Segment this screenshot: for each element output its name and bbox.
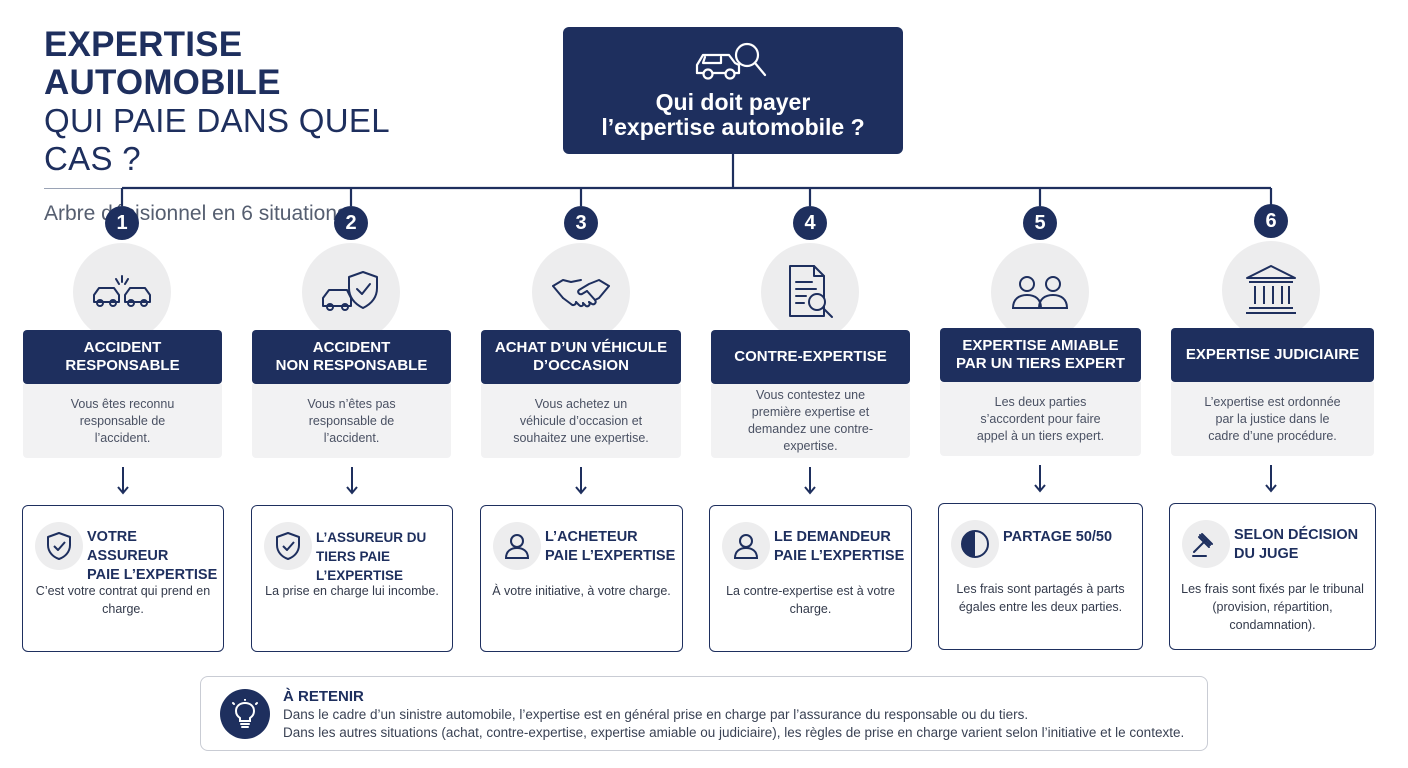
arrow-down-icon	[575, 467, 587, 495]
case-3-result-text: À votre initiative, à votre charge.	[492, 584, 671, 598]
case-1-result-icon	[35, 522, 83, 570]
case-3-number-badge: 3	[564, 206, 598, 240]
page-caption: Arbre décisionnel en 6 situations	[44, 202, 348, 225]
case-2-result-text: La prise en charge lui incombe.	[265, 584, 439, 598]
arrow-down-icon	[1034, 465, 1046, 493]
case-4-description: Vous contestez une première expertise et…	[711, 384, 910, 458]
case-4-title: CONTRE-EXPERTISE	[711, 330, 910, 384]
case-2-icon-circle	[302, 243, 400, 341]
document-magnifier-icon	[789, 265, 833, 318]
user-icon	[733, 534, 759, 559]
case-6-result-text: Les frais sont fixés par le tribunal (pr…	[1181, 582, 1364, 632]
case-4-result-icon	[722, 522, 770, 570]
page-subtitle: QUI PAIE DANS QUEL CAS ?	[44, 102, 389, 177]
root-question-text: Qui doit payer l’expertise automobile ?	[601, 89, 865, 140]
case-6-result-icon	[1182, 520, 1230, 568]
case-6-number-badge: 6	[1254, 204, 1288, 238]
case-5-icon-circle	[991, 243, 1089, 341]
user-icon	[504, 534, 530, 559]
case-1-number-badge: 1	[105, 206, 139, 240]
key-takeaway-box: À RETENIR Dans le cadre d’un sinistre au…	[200, 676, 1208, 751]
case-3-icon-circle	[532, 243, 630, 341]
case-2-number-badge: 2	[334, 206, 368, 240]
case-4-result-text: La contre-expertise est à votre charge.	[726, 584, 895, 616]
case-6-description: L’expertise est ordonnée par la justice …	[1171, 382, 1374, 456]
note-line-2: Dans les autres situations (achat, contr…	[283, 725, 1185, 740]
case-1-description: Vous êtes reconnu responsable de l’accid…	[23, 384, 222, 458]
courthouse-icon	[1246, 265, 1296, 314]
car-magnifier-icon	[695, 42, 767, 80]
arrow-down-icon	[1265, 465, 1277, 493]
arrow-down-icon	[346, 467, 358, 495]
note-line-1: Dans le cadre d’un sinistre automobile, …	[283, 707, 1029, 722]
case-1-icon-circle	[73, 243, 171, 341]
gavel-icon	[1192, 533, 1213, 557]
arrow-down-icon	[117, 467, 129, 495]
case-2-description: Vous n’êtes pas responsable de l’acciden…	[252, 384, 451, 458]
title-divider	[44, 188, 432, 189]
car-collision-icon	[93, 275, 151, 307]
handshake-icon	[552, 279, 610, 308]
car-shield-icon	[322, 271, 378, 311]
case-5-result-text: Les frais sont partagés à parts égales e…	[956, 582, 1125, 614]
case-6-title: EXPERTISE JUDICIAIRE	[1171, 328, 1374, 382]
case-3-description: Vous achetez un véhicule d’occasion et s…	[481, 384, 681, 458]
case-5-number-badge: 5	[1023, 206, 1057, 240]
note-title: À RETENIR	[283, 688, 364, 705]
case-3-result-icon	[493, 522, 541, 570]
case-5-result-title: PARTAGE 50/50	[1003, 529, 1113, 545]
title-block: EXPERTISE AUTOMOBILE QUI PAIE DANS QUEL …	[44, 26, 432, 226]
case-1-result-text: C’est votre contrat qui prend en charge.	[35, 584, 211, 616]
case-5-result-card: PARTAGE 50/50 Les frais sont partagés à …	[938, 503, 1143, 650]
page-title: EXPERTISE AUTOMOBILE	[44, 25, 281, 102]
note-icon-circle	[220, 689, 270, 739]
arrow-down-icon	[804, 467, 816, 495]
shield-check-icon	[47, 532, 71, 560]
half-circle-icon	[961, 530, 989, 558]
lightbulb-icon	[232, 699, 258, 728]
case-5-description: Les deux parties s’accordent pour faire …	[940, 382, 1141, 456]
root-question-box: Qui doit payer l’expertise automobile ?	[563, 27, 903, 154]
case-2-result-icon	[264, 522, 312, 570]
case-4-number-badge: 4	[793, 206, 827, 240]
two-people-icon	[1011, 276, 1069, 309]
shield-check-icon	[276, 532, 300, 560]
case-5-result-icon	[951, 520, 999, 568]
case-6-icon-circle	[1222, 241, 1320, 339]
case-4-icon-circle	[761, 243, 859, 341]
